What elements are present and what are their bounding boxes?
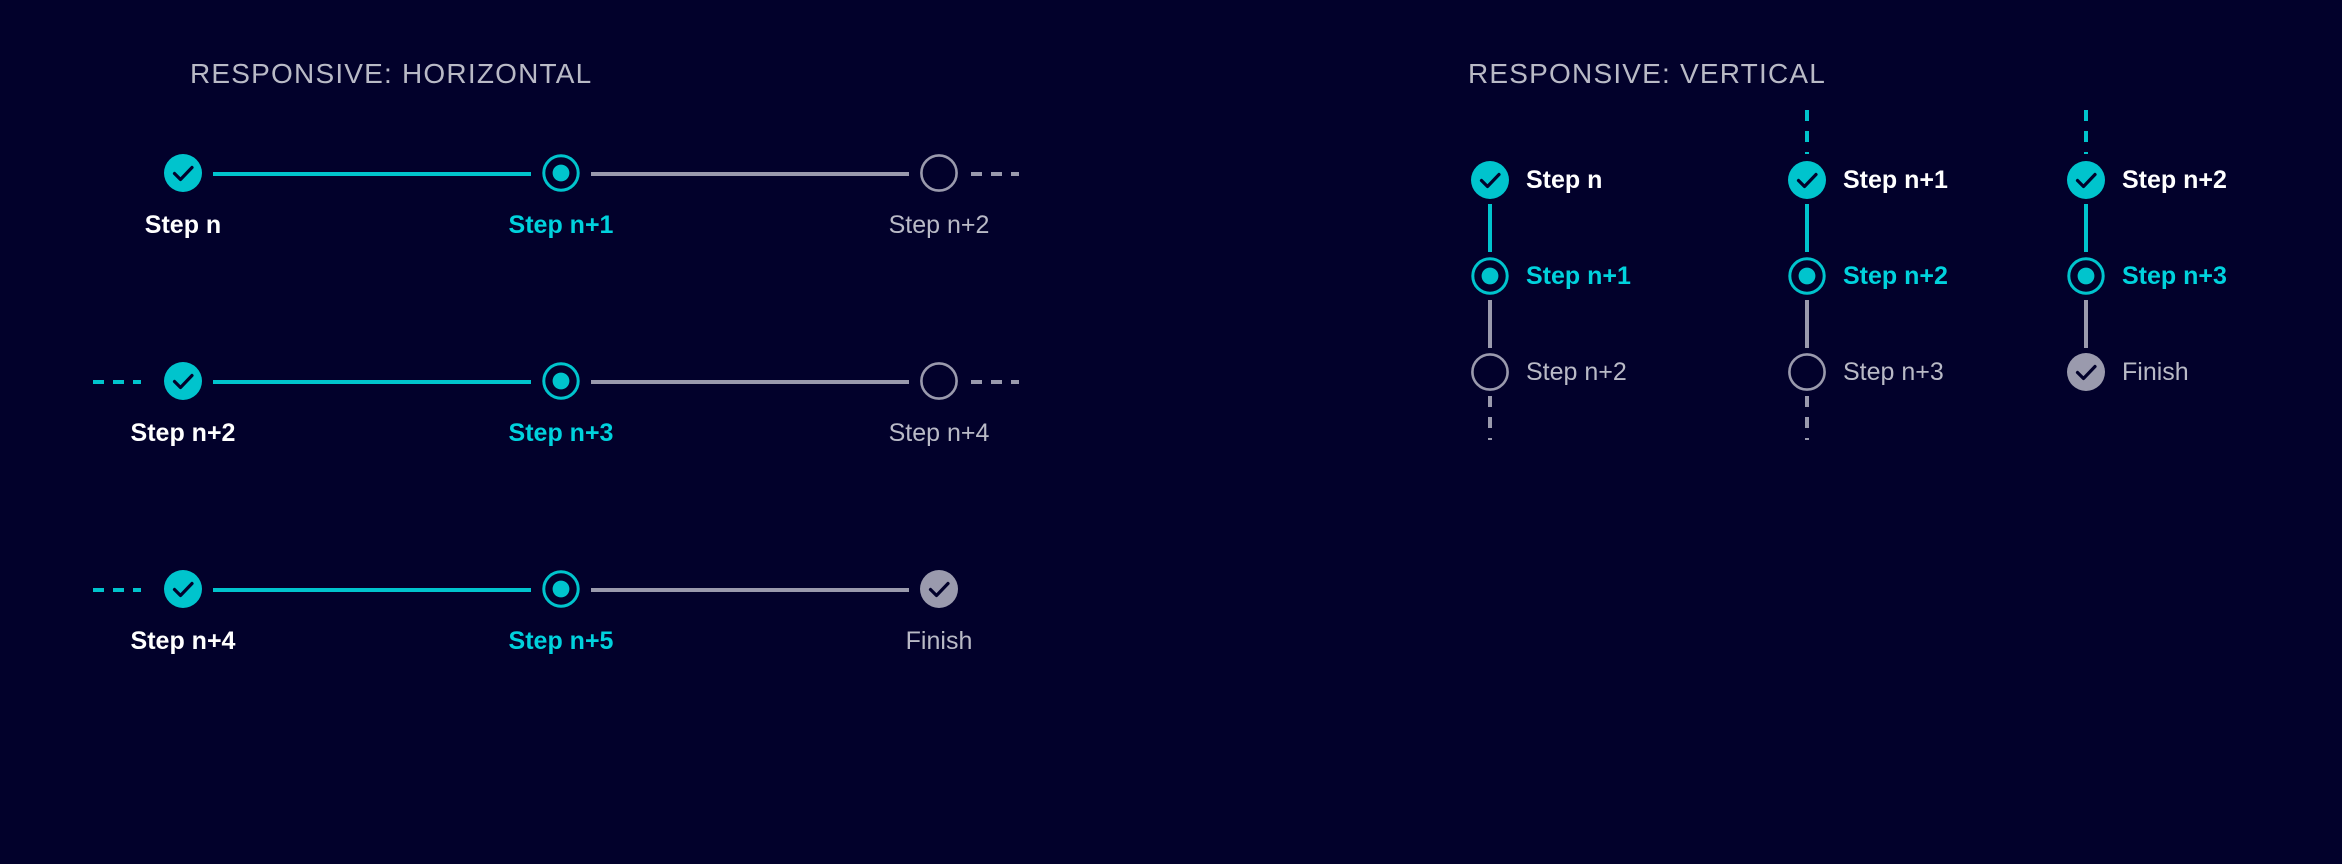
connector-dashed-lead: [2084, 110, 2088, 154]
horizontal-stepper: Step n+4 Step n+5 Finish: [93, 561, 1155, 681]
stepper-step[interactable]: Step n: [1470, 160, 1770, 256]
stepper-step[interactable]: Step n+2: [2066, 110, 2342, 256]
check-circle-filled-icon: [163, 153, 203, 193]
current-step-radio-icon: [1787, 256, 1827, 296]
connector-line: [1488, 204, 1492, 252]
stepper-track: Step n+4 Step n+5 Finish: [93, 561, 1155, 655]
connector-line: [591, 380, 909, 384]
connector-dashed-trail: [971, 172, 1019, 176]
empty-circle-icon: [919, 153, 959, 193]
step-label[interactable]: Step n+4: [130, 627, 236, 655]
step-marker-done[interactable]: [2066, 160, 2106, 200]
step-label[interactable]: Step n+4: [888, 419, 990, 447]
step-label[interactable]: Step n+2: [2122, 166, 2227, 194]
step-label[interactable]: Step n+5: [508, 627, 614, 655]
stepper-step[interactable]: Step n+1: [1470, 256, 1770, 352]
connector-line: [213, 588, 531, 592]
connector-line: [213, 380, 531, 384]
connector-line: [591, 172, 909, 176]
stepper-track: Step n+2 Step n+3 Step n+4: [93, 353, 1155, 447]
connector-dashed-lead: [93, 380, 141, 384]
section-title-horizontal: RESPONSIVE: HORIZONTAL: [190, 58, 593, 89]
step-label[interactable]: Finish: [905, 627, 973, 655]
connector-line: [1488, 300, 1492, 348]
horizontal-stepper: Step n+2 Step n+3 Step n+4: [93, 353, 1155, 473]
step-label[interactable]: Step n: [1526, 166, 1603, 194]
step-label[interactable]: Step n+1: [1843, 166, 1948, 194]
step-label[interactable]: Step n+2: [888, 211, 990, 239]
step-marker-todo[interactable]: [911, 145, 967, 201]
step-label[interactable]: Step n+1: [508, 211, 614, 239]
connector-dashed-lead: [1805, 110, 1809, 154]
current-step-radio-icon: [2066, 256, 2106, 296]
check-circle-filled-icon: [1470, 160, 1510, 200]
connector-line: [1805, 204, 1809, 252]
finish-check-circle-icon: [919, 569, 959, 609]
step-marker-done[interactable]: [155, 145, 211, 201]
check-circle-filled-icon: [2066, 160, 2106, 200]
step-marker-finish[interactable]: [911, 561, 967, 617]
step-marker-finish[interactable]: [2066, 352, 2106, 392]
connector-line: [2084, 300, 2088, 348]
stepper-step[interactable]: Step n+2: [1470, 352, 1770, 448]
step-label[interactable]: Finish: [2122, 358, 2189, 386]
finish-check-circle-icon: [2066, 352, 2106, 392]
check-circle-filled-icon: [163, 569, 203, 609]
step-label[interactable]: Step n: [144, 211, 222, 239]
empty-circle-icon: [1470, 352, 1510, 392]
step-marker-done[interactable]: [1470, 160, 1510, 200]
check-circle-filled-icon: [163, 361, 203, 401]
step-marker-done[interactable]: [155, 353, 211, 409]
stepper-step[interactable]: Step n+2: [1787, 256, 2087, 352]
step-label[interactable]: Step n+2: [1526, 358, 1627, 386]
connector-dashed-trail: [1805, 396, 1809, 440]
step-label[interactable]: Step n+3: [2122, 262, 2227, 290]
step-marker-todo[interactable]: [911, 353, 967, 409]
empty-circle-icon: [1787, 352, 1827, 392]
step-marker-active[interactable]: [533, 561, 589, 617]
step-label[interactable]: Step n+1: [1526, 262, 1631, 290]
connector-line: [591, 588, 909, 592]
empty-circle-icon: [919, 361, 959, 401]
stepper-step[interactable]: Step n+1: [1787, 110, 2087, 256]
section-title-vertical: RESPONSIVE: VERTICAL: [1468, 58, 1827, 89]
current-step-radio-icon: [541, 153, 581, 193]
stepper-track: Step n Step n+1 Step n+2: [145, 145, 1155, 239]
step-label[interactable]: Step n+3: [1843, 358, 1944, 386]
step-marker-done[interactable]: [155, 561, 211, 617]
vertical-stepper: Step n Step n+1 Step n+2: [1470, 160, 1770, 448]
stepper-step[interactable]: Step n+3: [1787, 352, 2087, 448]
current-step-radio-icon: [541, 361, 581, 401]
connector-line: [1805, 300, 1809, 348]
connector-line: [213, 172, 531, 176]
connector-dashed-lead: [93, 588, 141, 592]
step-marker-active[interactable]: [1787, 256, 1827, 296]
step-label[interactable]: Step n+2: [1843, 262, 1948, 290]
connector-line: [2084, 204, 2088, 252]
check-circle-filled-icon: [1787, 160, 1827, 200]
step-marker-active[interactable]: [2066, 256, 2106, 296]
vertical-stepper: Step n+1 Step n+2 Step n+3: [1787, 110, 2087, 448]
step-marker-active[interactable]: [533, 353, 589, 409]
vertical-stepper: Step n+2 Step n+3 Finish: [2066, 110, 2342, 448]
step-marker-active[interactable]: [533, 145, 589, 201]
stepper-step[interactable]: Finish: [2066, 352, 2342, 448]
step-marker-todo[interactable]: [1787, 352, 1827, 392]
step-marker-active[interactable]: [1470, 256, 1510, 296]
connector-dashed-trail: [971, 380, 1019, 384]
step-label[interactable]: Step n+3: [508, 419, 614, 447]
step-marker-todo[interactable]: [1470, 352, 1510, 392]
horizontal-stepper: Step n Step n+1 Step n+2: [145, 145, 1155, 265]
connector-dashed-trail: [1488, 396, 1492, 440]
step-marker-done[interactable]: [1787, 160, 1827, 200]
current-step-radio-icon: [1470, 256, 1510, 296]
stepper-step[interactable]: Step n+3: [2066, 256, 2342, 352]
step-label[interactable]: Step n+2: [130, 419, 236, 447]
current-step-radio-icon: [541, 569, 581, 609]
